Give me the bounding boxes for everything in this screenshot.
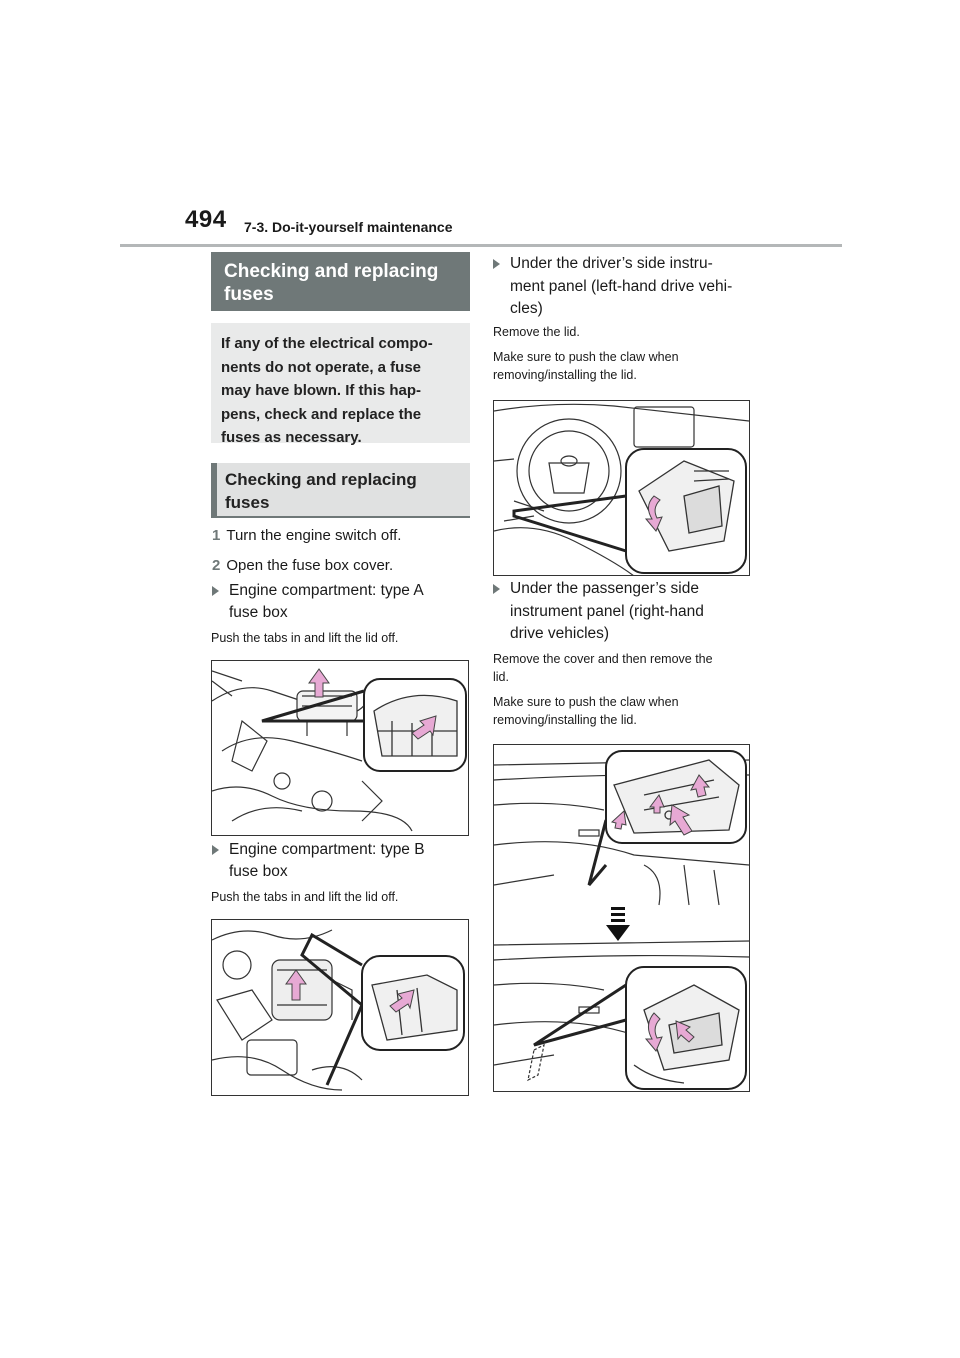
intro-line: fuses as necessary.	[221, 429, 362, 446]
bullet-line: drive vehicles)	[510, 625, 610, 642]
bullet-type-b: Engine compartment: type B fuse box	[212, 839, 472, 883]
bullet-line: cles)	[510, 300, 543, 317]
section-title: 7-3. Do-it-yourself maintenance	[244, 219, 453, 235]
passenger-note-remove-cover: Remove the cover and then remove the lid…	[493, 650, 713, 686]
bullet-arrow-icon	[212, 586, 219, 596]
intro-line: may have blown. If this hap-	[221, 382, 422, 399]
driver-note-claw: Make sure to push the claw when removing…	[493, 348, 679, 384]
header-rule	[120, 244, 842, 247]
engine-bay-type-a-illustration	[212, 668, 467, 832]
driver-instrument-panel-illustration	[494, 403, 749, 575]
bullet-line: fuse box	[229, 863, 288, 880]
step-2: 2 Open the fuse box cover.	[212, 556, 393, 576]
bullet-driver-side: Under the driver’s side instru- ment pan…	[493, 253, 753, 319]
note-line: Remove the cover and then remove the	[493, 652, 713, 666]
type-a-note: Push the tabs in and lift the lid off.	[211, 631, 399, 645]
note-line: lid.	[493, 670, 509, 684]
subheading: Checking and replacing fuses	[211, 463, 470, 518]
step-number: 2	[212, 557, 221, 574]
note-line: Make sure to push the claw when	[493, 695, 679, 709]
bullet-line: instrument panel (right-hand	[510, 602, 704, 620]
bullet-arrow-icon	[212, 845, 219, 855]
bullet-arrow-icon	[493, 584, 500, 594]
step-number: 1	[212, 527, 221, 544]
step-1: 1 Turn the engine switch off.	[212, 526, 401, 546]
step-text: Open the fuse box cover.	[226, 557, 394, 574]
type-b-note: Push the tabs in and lift the lid off.	[211, 890, 399, 904]
page-number: 494	[185, 206, 227, 233]
bullet-arrow-icon	[493, 259, 500, 269]
main-heading-line2: fuses	[224, 284, 274, 305]
intro-line: nents do not operate, a fuse	[221, 358, 422, 376]
intro-line: pens, check and replace the	[221, 405, 422, 423]
bullet-line: Under the driver’s side instru-	[510, 255, 713, 272]
figure-type-b	[211, 919, 469, 1096]
passenger-note-claw: Make sure to push the claw when removing…	[493, 693, 679, 729]
passenger-instrument-panel-illustration	[494, 750, 749, 1090]
subheading-line1: Checking and replacing	[225, 470, 417, 489]
bullet-line: ment panel (left-hand drive vehi-	[510, 277, 733, 295]
intro-box: If any of the electrical compo- nents do…	[211, 323, 470, 446]
driver-note-remove-lid: Remove the lid.	[493, 325, 580, 339]
bullet-line: Under the passenger’s side	[510, 580, 699, 597]
bullet-line: Engine compartment: type A	[229, 582, 424, 599]
figure-driver-side	[493, 400, 750, 576]
figure-passenger-side	[493, 744, 750, 1092]
figure-type-a	[211, 660, 469, 836]
intro-line: If any of the electrical compo-	[221, 335, 433, 352]
main-heading: Checking and replacing fuses	[211, 252, 470, 311]
engine-bay-type-b-illustration	[212, 929, 465, 1091]
step-text: Turn the engine switch off.	[226, 527, 402, 544]
main-heading-line1: Checking and replacing	[224, 261, 439, 282]
bullet-line: Engine compartment: type B	[229, 841, 425, 858]
note-line: removing/installing the lid.	[493, 368, 637, 382]
bullet-line: fuse box	[229, 604, 288, 621]
note-line: Make sure to push the claw when	[493, 350, 679, 364]
bullet-type-a: Engine compartment: type A fuse box	[212, 580, 472, 624]
note-line: removing/installing the lid.	[493, 713, 637, 727]
subheading-line2: fuses	[225, 493, 270, 512]
bullet-passenger-side: Under the passenger’s side instrument pa…	[493, 578, 753, 644]
